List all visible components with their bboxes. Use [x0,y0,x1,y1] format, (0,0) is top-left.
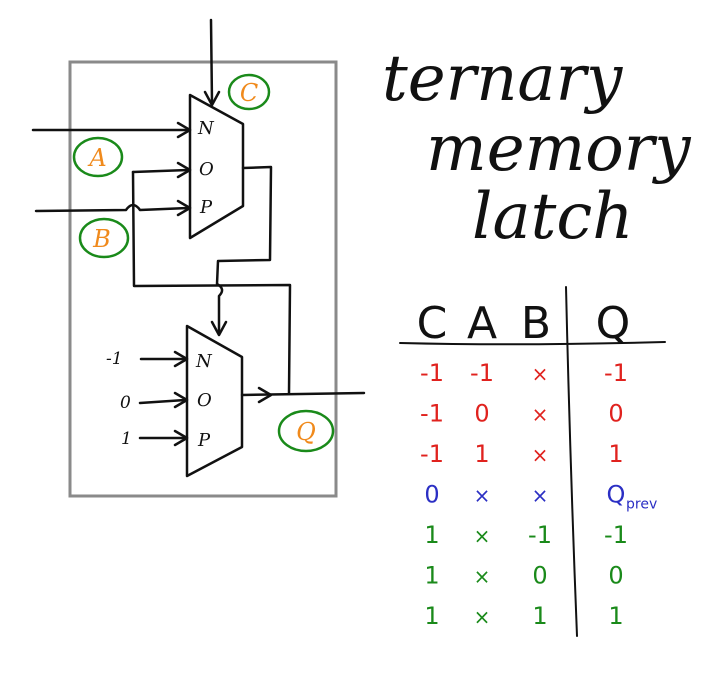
bottom-mux-input-p: P [197,430,211,451]
title-line-3: latch [472,180,633,254]
table-cell-q: 1 [608,602,623,630]
top-mux-input-p: P [199,197,213,218]
arrow-const-minus-one [173,350,189,368]
circuit-frame [68,60,338,498]
table-cell-a: 1 [474,440,489,468]
table-cell-b: 1 [532,602,547,630]
header-q: Q [596,298,631,349]
top-mux-input-o: O [199,159,214,180]
table-cell-a: × [474,524,491,548]
bottom-mux-input-o: O [197,390,212,411]
header-c: C [417,298,448,349]
arrow-output-q [257,386,273,404]
bottom-multiplexer: N O P [185,324,244,478]
arrow-a [176,121,192,139]
select-arrow-bottom [210,320,228,337]
table-cell-q: Q [607,481,626,509]
table-cell-q: 0 [608,562,623,590]
table-cell-q: -1 [604,359,628,387]
select-line-c [209,18,214,105]
constant-minus-one: -1 [106,349,123,369]
table-cell-c: 0 [424,481,439,509]
table-cell-b: × [532,403,549,427]
table-cell-c: 1 [424,562,439,590]
table-row: 1 × -1 -1 [424,521,628,549]
table-cell-q: -1 [604,521,628,549]
table-row: 1 × 1 1 [424,602,623,630]
header-b: B [521,298,551,349]
table-row: -1 1 × 1 [420,440,624,468]
table-cell-b: × [532,362,549,386]
label-a: A [72,136,124,178]
arrow-b [176,199,192,217]
wire-feedback-o [131,168,190,174]
arrow-feedback-o [176,161,192,179]
constant-zero: 0 [120,393,131,413]
table-cell-a: × [474,565,491,589]
label-q-text: Q [296,418,316,446]
table-row: -1 -1 × -1 [420,359,628,387]
top-multiplexer: N O P [188,93,245,240]
table-cell-c: -1 [420,400,444,428]
wire-b [34,203,190,213]
table-cell-c: -1 [420,359,444,387]
label-q: Q [277,409,335,453]
table-row: -1 0 × 0 [420,400,624,428]
wire-feedback-loop [131,170,292,395]
wire-top-output [215,165,273,335]
table-cell-b: × [532,484,549,508]
title-line-1: ternary [382,42,623,116]
label-c-text: C [240,79,258,107]
table-cell-b: 0 [532,562,547,590]
constant-one: 1 [121,429,132,449]
table-cell-a: 0 [474,400,489,428]
label-c: C [227,73,271,111]
top-mux-input-n: N [197,118,215,139]
table-cell-c: -1 [420,440,444,468]
table-cell-c: 1 [424,521,439,549]
bottom-mux-input-n: N [195,351,213,372]
table-cell-b: × [532,443,549,467]
wire-const-zero [138,398,187,405]
wire-output-q [240,391,366,397]
table-cell-b: -1 [528,521,552,549]
table-row: 1 × 0 0 [424,562,623,590]
arrow-const-zero [173,391,189,409]
table-cell-q: 0 [608,400,623,428]
select-arrow-c [203,90,221,107]
table-cell-q-subscript: prev [626,497,657,513]
title-line-2: memory [426,112,691,186]
arrow-const-one [173,429,189,447]
table-cell-a: × [474,605,491,629]
table-cell-c: 1 [424,602,439,630]
header-a: A [467,298,497,349]
table-divider [565,286,578,637]
label-b: B [78,217,130,259]
label-a-text: A [87,144,106,172]
table-cell-a: × [474,484,491,508]
table-cell-q: 1 [608,440,623,468]
table-cell-a: -1 [470,359,494,387]
label-b-text: B [92,225,111,253]
table-header-rule [399,341,666,346]
